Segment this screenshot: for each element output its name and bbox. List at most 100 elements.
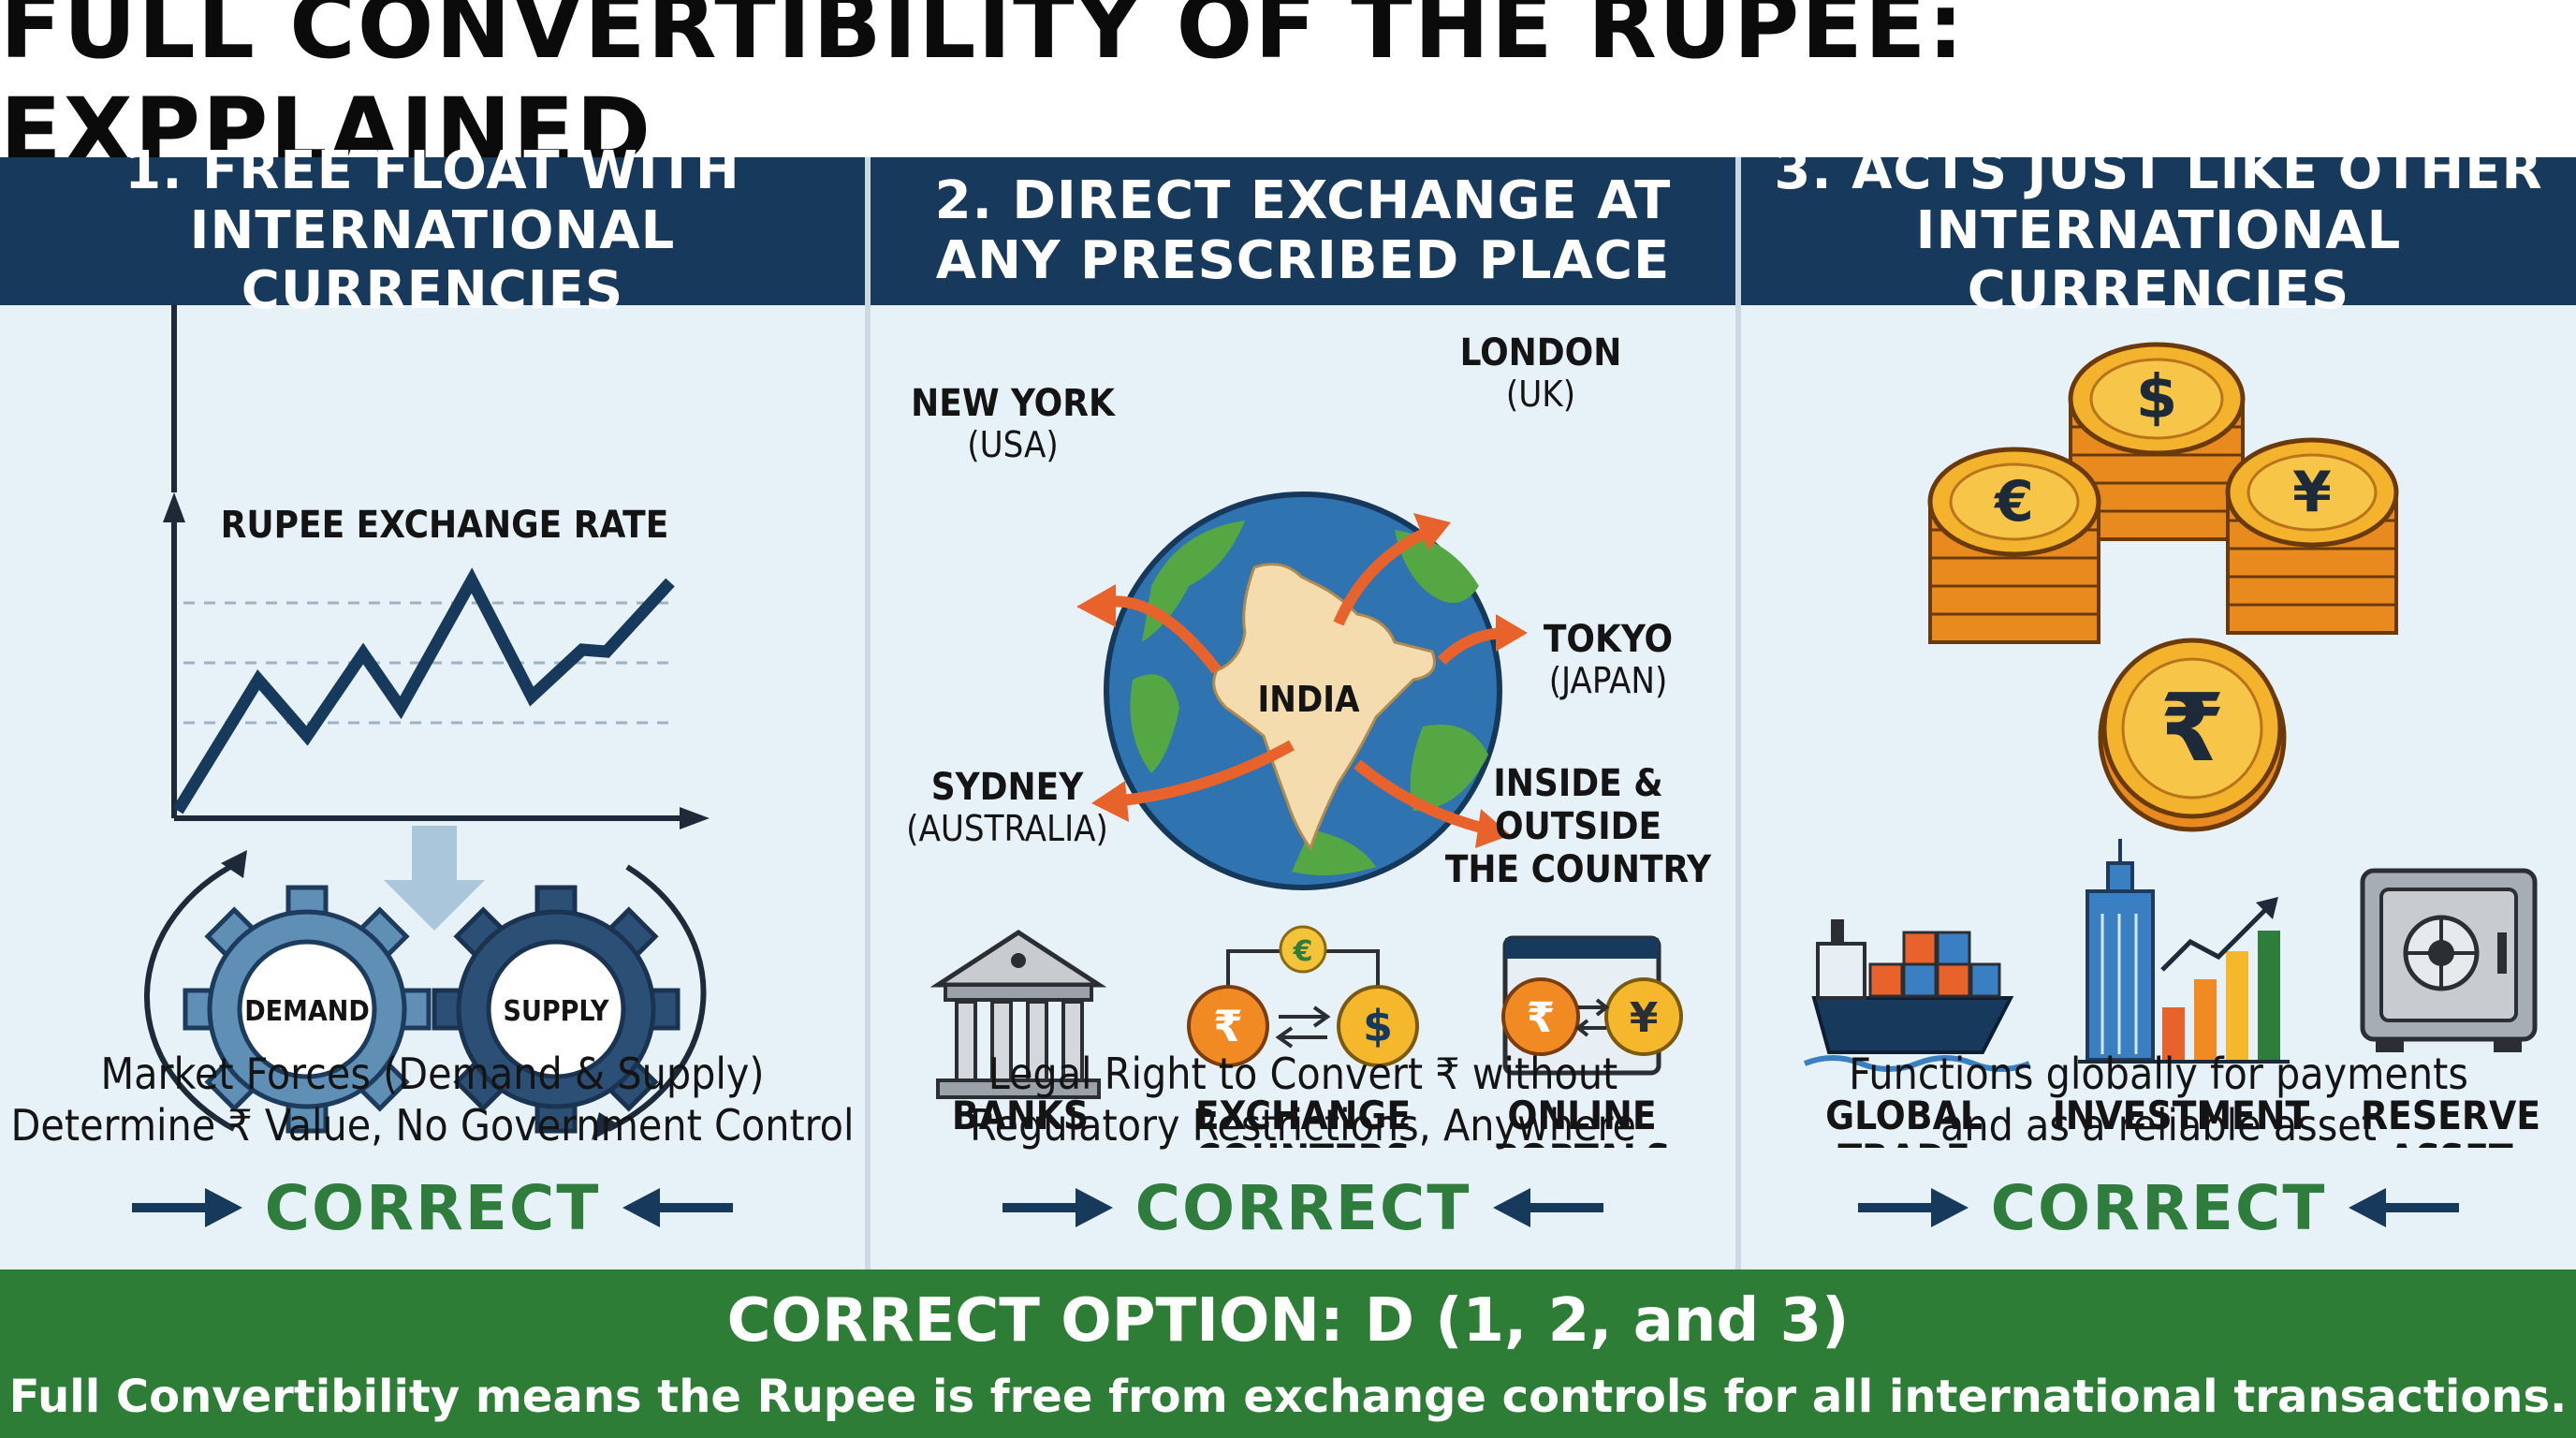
right-arrow-icon — [1857, 1188, 1969, 1227]
verdict-label: CORRECT — [1134, 1171, 1471, 1244]
usage-labels: GLOBAL TRADE INVESTMENT RESERVE ASSET — [1825, 1093, 2540, 1148]
euro-symbol: € — [1993, 469, 2034, 535]
demand-gear-icon: DEMAND — [183, 885, 432, 1134]
exchange-rate-illustration: RUPEE EXCHANGE RATE — [143, 305, 710, 1140]
exchange-counter-icon: € ₹ $ — [1187, 925, 1419, 1067]
correct-option: CORRECT OPTION: D (1, 2, and 3) — [726, 1286, 1850, 1356]
panel-divider — [865, 157, 871, 1269]
place-london-country: (UK) — [1506, 374, 1575, 415]
usage-label-trade: GLOBAL — [1825, 1093, 1983, 1138]
verdict-row: CORRECT — [0, 1170, 865, 1245]
verdict-label: CORRECT — [264, 1171, 601, 1244]
india-map-icon: INDIA — [1212, 563, 1436, 852]
online-portal-icon: ₹ ¥ — [1501, 935, 1683, 1076]
channel-label-exchange: COUNTERS — [1195, 1136, 1411, 1148]
place-tokyo: TOKYO — [1544, 618, 1673, 661]
panel-heading-line: INTERNATIONAL CURRENCIES — [1915, 200, 2402, 321]
yen-symbol: ¥ — [2292, 460, 2332, 525]
arrow-to-london-icon — [1333, 513, 1451, 626]
arrow-inside-outside-icon — [1354, 759, 1511, 848]
arrow-to-sydney-icon — [1091, 740, 1295, 822]
euro-coin-stack: € — [1927, 447, 2101, 644]
line-chart-icon: RUPEE EXCHANGE RATE — [163, 305, 710, 829]
panel-direct-exchange: 2. DIRECT EXCHANGE AT ANY PRESCRIBED PLA… — [871, 157, 1735, 1269]
investment-chart-icon — [2078, 839, 2290, 1064]
caption-line: Regulatory Restrictions, Anywhere — [969, 1100, 1636, 1151]
direction-arrows — [1076, 513, 1528, 848]
yen-coin-stack: ¥ — [2225, 437, 2399, 635]
verdict-row: CORRECT — [1741, 1170, 2576, 1245]
panel-heading-line: 3. ACTS JUST LIKE OTHER — [1774, 140, 2543, 201]
panel-heading-line: INTERNATIONAL CURRENCIES — [189, 200, 676, 321]
usage-label-reserve: RESERVE — [2361, 1093, 2540, 1138]
euro-symbol: € — [1293, 935, 1313, 968]
answer-summary: Full Convertibility means the Rupee is f… — [8, 1371, 2568, 1423]
caption-line: Market Forces (Demand & Supply) — [100, 1049, 765, 1099]
down-arrow-icon — [384, 826, 485, 931]
place-new-york-country: (USA) — [967, 424, 1059, 465]
safe-vault-icon — [2360, 868, 2538, 1052]
channel-label-banks: BANKS — [952, 1093, 1089, 1138]
globe-illustration: INDIA — [906, 331, 1712, 1148]
panel-heading: 2. DIRECT EXCHANGE AT ANY PRESCRIBED PLA… — [871, 157, 1735, 305]
gear-label-demand: DEMAND — [244, 995, 370, 1028]
dollar-symbol: $ — [1363, 1001, 1393, 1051]
panel-divider — [1735, 157, 1741, 1269]
rupee-symbol: ₹ — [1527, 994, 1556, 1042]
cycle-arrows-icon — [143, 850, 707, 1140]
caption-line: Legal Right to Convert ₹ without — [988, 1049, 1618, 1099]
panel-caption: Market Forces (Demand & Supply) Determin… — [0, 1049, 865, 1152]
page-title: FULL CONVERTIBILITY OF THE RUPEE: EXPPLA… — [0, 0, 1966, 183]
caption-line: Functions globally for payments — [1849, 1049, 2468, 1099]
india-label: INDIA — [1258, 679, 1360, 720]
right-arrow-icon — [1002, 1188, 1113, 1227]
chart-title: RUPEE EXCHANGE RATE — [221, 504, 669, 547]
place-sydney-country: (AUSTRALIA) — [906, 808, 1108, 849]
place-new-york: NEW YORK — [911, 382, 1116, 425]
panel-heading-line: ANY PRESCRIBED PLACE — [935, 230, 1671, 291]
arrow-to-new-york-icon — [1076, 584, 1222, 674]
rupee-symbol: ₹ — [1213, 1001, 1243, 1051]
panel-caption: Functions globally for payments and as a… — [1741, 1049, 2576, 1152]
panel-heading: 3. ACTS JUST LIKE OTHER INTERNATIONAL CU… — [1741, 141, 2576, 321]
channel-labels: BANKS EXCHANGE COUNTERS ONLINE PORTALS — [952, 1093, 1671, 1148]
cargo-ship-icon — [1803, 919, 2031, 1072]
channel-label-exchange: EXCHANGE — [1195, 1093, 1412, 1138]
channel-label-online: PORTALS — [1493, 1136, 1671, 1148]
verdict-row: CORRECT — [871, 1170, 1735, 1245]
place-inside-outside: OUTSIDE — [1495, 805, 1661, 848]
panel-free-float: 1. FREE FLOAT WITH INTERNATIONAL CURRENC… — [0, 141, 865, 1269]
usage-label-investment: INVESTMENT — [2053, 1093, 2310, 1138]
rupee-symbol: ₹ — [2159, 673, 2225, 783]
place-tokyo-country: (JAPAN) — [1549, 660, 1668, 701]
yen-symbol: ¥ — [1630, 994, 1659, 1042]
place-sydney: SYDNEY — [931, 766, 1085, 809]
supply-gear-icon: SUPPLY — [432, 885, 681, 1134]
left-arrow-icon — [1493, 1188, 1604, 1227]
place-inside-outside: THE COUNTRY — [1445, 848, 1712, 891]
usage-label-trade: TRADE — [1837, 1136, 1969, 1148]
right-arrow-icon — [131, 1188, 242, 1227]
bank-icon — [929, 930, 1107, 1099]
coin-stacks-icon: $ € ¥ — [1927, 342, 2399, 832]
channel-label-online: ONLINE — [1507, 1093, 1656, 1138]
place-inside-outside: INSIDE & — [1493, 762, 1662, 805]
rupee-coin-icon: ₹ — [2098, 638, 2287, 832]
verdict-label: CORRECT — [1990, 1171, 2327, 1244]
panel-international-currency: 3. ACTS JUST LIKE OTHER INTERNATIONAL CU… — [1741, 141, 2576, 1269]
arrow-to-tokyo-icon — [1437, 614, 1528, 666]
place-london: LONDON — [1460, 331, 1622, 374]
left-arrow-icon — [2349, 1188, 2460, 1227]
caption-line: Determine ₹ Value, No Government Control — [10, 1100, 855, 1151]
currency-illustration: $ € ¥ — [1803, 342, 2540, 1148]
left-arrow-icon — [622, 1188, 734, 1227]
place-labels: NEW YORK (USA) LONDON (UK) TOKYO (JAPAN)… — [906, 331, 1712, 891]
gear-label-supply: SUPPLY — [504, 995, 609, 1028]
caption-line: and as a reliable asset — [1940, 1100, 2377, 1151]
answer-banner: CORRECT OPTION: D (1, 2, and 3) Full Con… — [0, 1269, 2576, 1438]
panel-heading-line: 1. FREE FLOAT WITH — [124, 140, 740, 201]
panel-heading: 1. FREE FLOAT WITH INTERNATIONAL CURRENC… — [0, 141, 865, 321]
dollar-symbol: $ — [2136, 363, 2178, 433]
panel-caption: Legal Right to Convert ₹ without Regulat… — [871, 1049, 1735, 1152]
panel-heading-line: 2. DIRECT EXCHANGE AT — [934, 170, 1672, 231]
